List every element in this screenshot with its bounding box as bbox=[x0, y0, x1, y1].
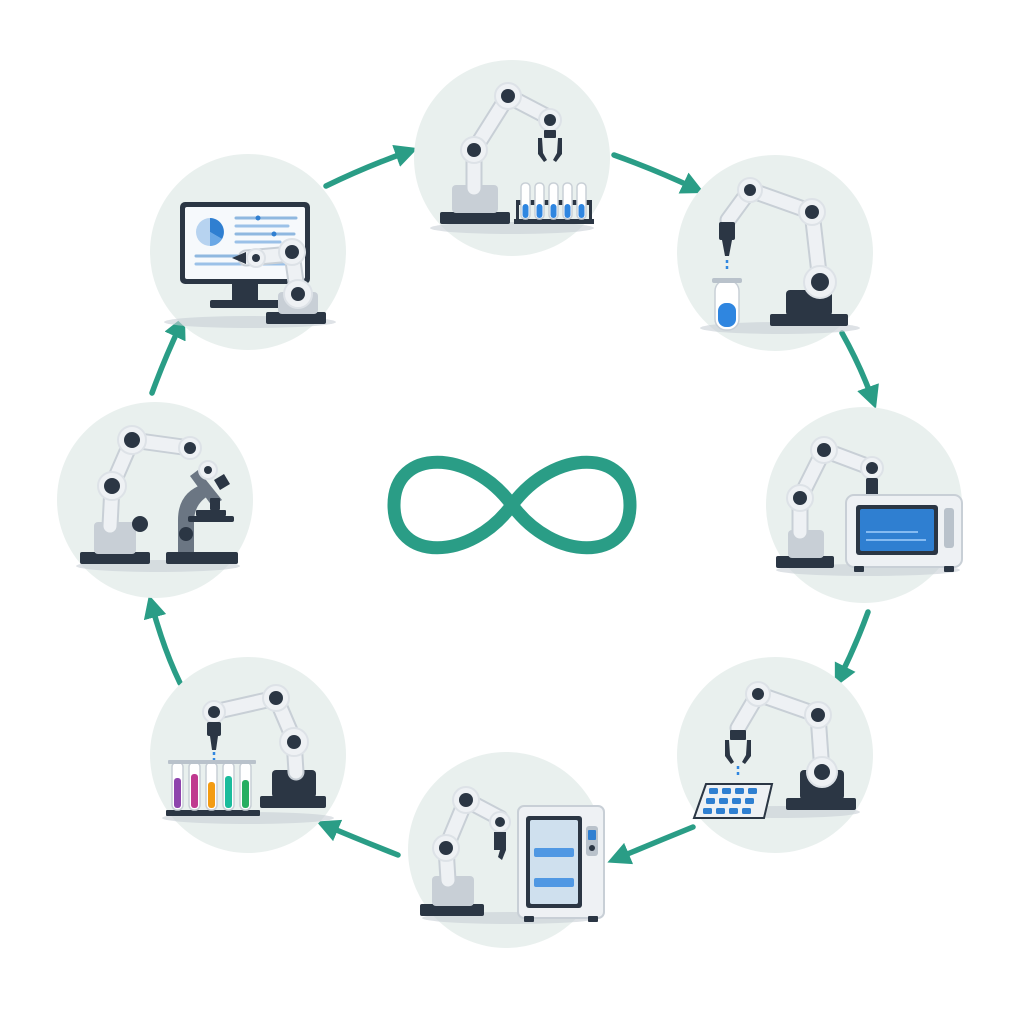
robot-arm-gripper-well-plate-icon bbox=[692, 681, 860, 819]
robot-arm-microscope-icon bbox=[76, 425, 240, 572]
cycle-arrow-4 bbox=[607, 824, 696, 865]
robot-arm-pipette-colored-tubes-icon bbox=[162, 684, 334, 824]
cycle-arrow-7 bbox=[149, 315, 186, 396]
instrument-unit bbox=[845, 494, 963, 572]
robot-arm-data-monitor-icon bbox=[164, 202, 336, 328]
microscope bbox=[166, 460, 238, 564]
cycle-arrow-3 bbox=[834, 609, 871, 688]
robot-arm-gripper-test-tubes-icon bbox=[430, 82, 594, 234]
test-tube bbox=[712, 278, 742, 331]
step-node-7 bbox=[57, 402, 253, 598]
well-plate bbox=[692, 783, 774, 819]
robot-arm-instrument-display-icon bbox=[776, 436, 963, 576]
cycle-arrow-5 bbox=[316, 819, 401, 858]
cycle-arrow-6 bbox=[143, 594, 183, 686]
incubator-cabinet bbox=[517, 805, 605, 922]
robot-arm-incubator-icon bbox=[420, 786, 605, 924]
step-node-8 bbox=[150, 154, 346, 350]
cycle-arrows bbox=[143, 145, 879, 865]
step-node-2 bbox=[677, 155, 873, 351]
cycle-arrow-8 bbox=[323, 145, 418, 189]
step-node-1 bbox=[414, 60, 610, 256]
node-background bbox=[677, 657, 873, 853]
test-tube-rack bbox=[520, 182, 587, 220]
robot-arm-pipette-tube-icon bbox=[700, 177, 860, 334]
colored-tube-rack bbox=[166, 760, 260, 816]
cycle-arrow-1 bbox=[611, 152, 705, 194]
step-node-5 bbox=[408, 752, 605, 948]
step-node-4 bbox=[677, 657, 873, 853]
step-node-6 bbox=[150, 657, 346, 853]
step-node-3 bbox=[766, 407, 963, 603]
infinity-icon bbox=[387, 455, 637, 555]
cycle-arrow-2 bbox=[839, 330, 879, 409]
